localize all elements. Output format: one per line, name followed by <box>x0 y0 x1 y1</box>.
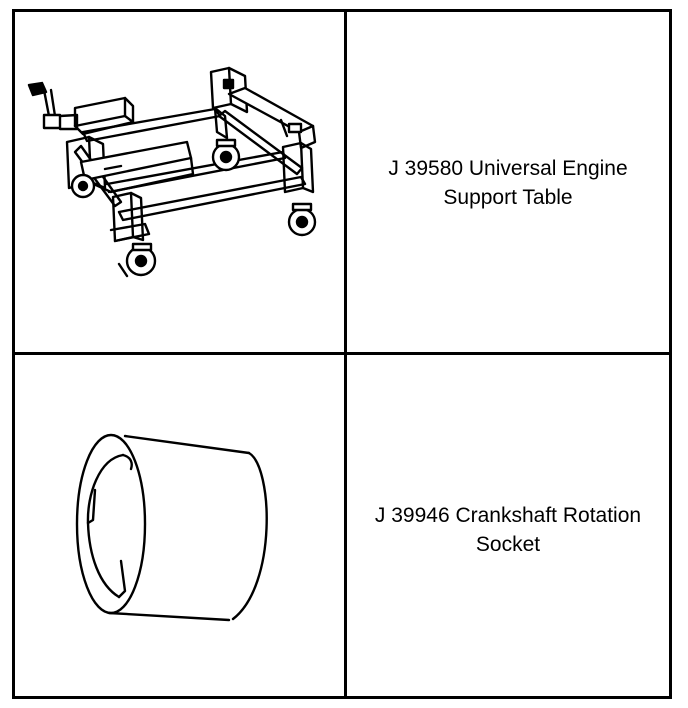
tool-description-2: J 39946 Crankshaft Rotation Socket <box>347 501 669 559</box>
crankshaft-socket-icon <box>75 433 268 622</box>
tool-name-line-1: J 39946 Crankshaft Rotation <box>374 504 642 527</box>
tool-description-1: J 39580 Universal Engine Support Table <box>347 154 669 212</box>
engine-support-table-icon <box>27 66 317 278</box>
row-divider <box>15 352 669 355</box>
tool-description-cell-2: J 39946 Crankshaft Rotation Socket <box>347 355 669 696</box>
tool-table: J 39580 Universal Engine Support Table <box>12 9 672 699</box>
tool-name-line-2: Socket <box>475 533 541 556</box>
tool-name-line-2: Support Table <box>443 186 573 209</box>
tool-name-line-1: J 39580 Universal Engine <box>388 157 628 180</box>
tool-image-cell-1 <box>15 12 344 352</box>
tool-image-cell-2 <box>15 355 344 696</box>
tool-description-cell-1: J 39580 Universal Engine Support Table <box>347 12 669 352</box>
